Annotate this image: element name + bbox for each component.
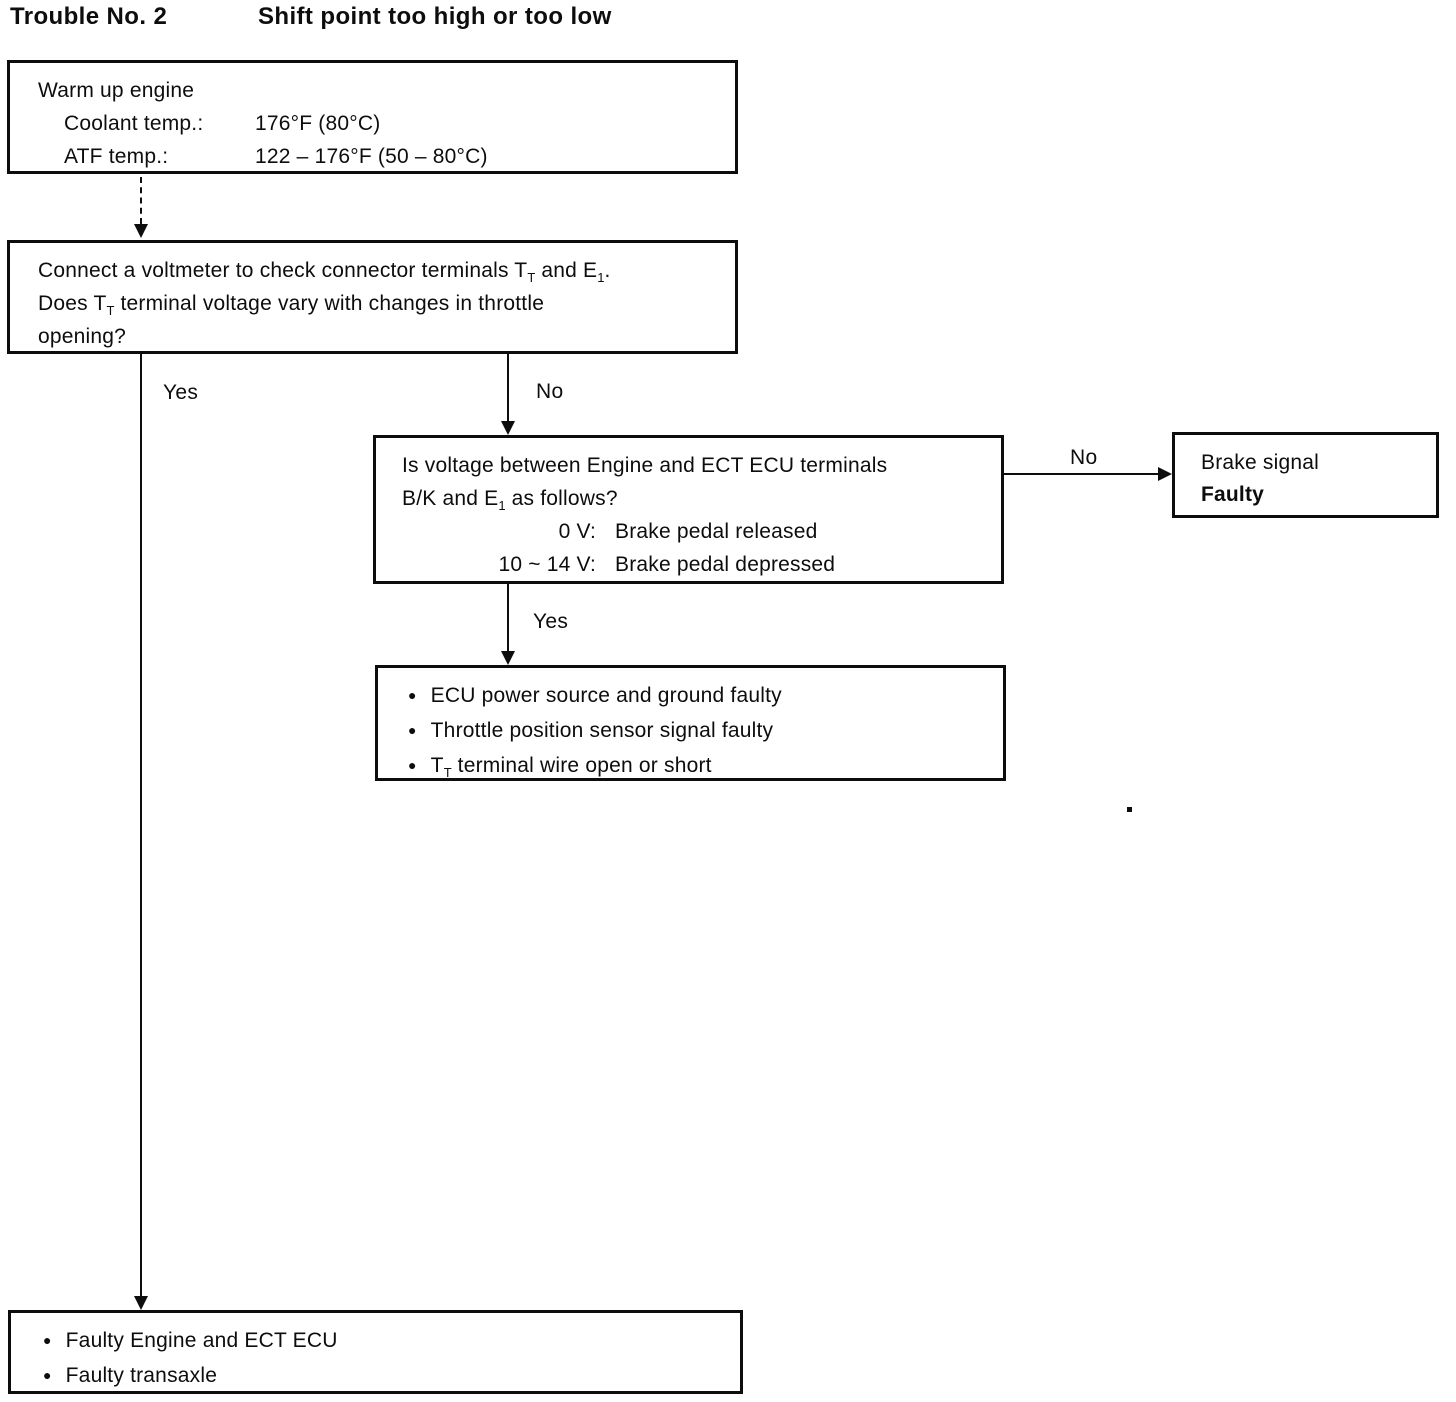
brake-signal-faulty-box: Brake signal Faulty xyxy=(1172,432,1439,518)
arrowhead-down-icon xyxy=(134,1296,148,1310)
atf-temp-row: ATF temp.: 122 – 176°F (50 – 80°C) xyxy=(64,140,721,173)
voltage-value-released: 0 V: xyxy=(558,520,596,543)
cause-item: ● Throttle position sensor signal faulty xyxy=(408,714,993,749)
tt-subscript: T xyxy=(106,303,115,319)
tt-subscript: T xyxy=(527,270,536,286)
scan-speck xyxy=(1127,807,1132,812)
connector-no-to-brake xyxy=(1004,473,1159,475)
connector-no-to-voltage xyxy=(507,354,509,422)
voltmeter-check-box: Connect a voltmeter to check connector t… xyxy=(7,240,738,354)
bullet-icon: ● xyxy=(43,1367,52,1383)
tt-subscript: T xyxy=(443,765,452,781)
bullet-icon: ● xyxy=(408,757,417,773)
atf-temp-label: ATF temp.: xyxy=(64,145,169,168)
cause-text: Faulty transaxle xyxy=(65,1364,218,1387)
yes-label-voltmeter: Yes xyxy=(163,381,199,404)
warmup-heading: Warm up engine xyxy=(38,79,195,102)
voltmeter-line-3: opening? xyxy=(38,325,127,348)
cause-item: ● ECU power source and ground faulty xyxy=(408,679,993,714)
voltage-row-released: 0 V: Brake pedal released xyxy=(402,515,991,548)
arrowhead-right-icon xyxy=(1158,467,1172,481)
warmup-engine-box: Warm up engine Coolant temp.: 176°F (80°… xyxy=(7,60,738,174)
page-subtitle: Shift point too high or too low xyxy=(258,3,612,30)
cause-item: ● Faulty transaxle xyxy=(43,1359,730,1394)
voltage-line-2: B/K and E1 as follows? xyxy=(402,487,618,514)
arrowhead-down-icon xyxy=(134,224,148,238)
connector-yes-to-final xyxy=(140,354,142,1297)
coolant-temp-value: 176°F (80°C) xyxy=(255,112,381,135)
coolant-temp-row: Coolant temp.: 176°F (80°C) xyxy=(64,107,721,140)
bullet-icon: ● xyxy=(408,687,417,703)
voltmeter-line-2: Does TT terminal voltage vary with chang… xyxy=(38,292,545,319)
e1-subscript: 1 xyxy=(597,270,605,286)
cause-item: ● TT terminal wire open or short xyxy=(408,749,993,784)
cause-text: Throttle position sensor signal faulty xyxy=(430,719,774,742)
page-title: Trouble No. 2 xyxy=(10,3,168,30)
voltage-desc-released: Brake pedal released xyxy=(615,520,818,543)
voltage-desc-depressed: Brake pedal depressed xyxy=(615,553,836,576)
final-causes-box: ● Faulty Engine and ECT ECU ● Faulty tra… xyxy=(8,1310,743,1394)
brake-faulty-line: Faulty xyxy=(1201,483,1265,506)
arrowhead-down-icon xyxy=(501,421,515,435)
cause-item: ● Faulty Engine and ECT ECU xyxy=(43,1324,730,1359)
connector-warmup-to-voltmeter xyxy=(140,177,142,224)
atf-temp-value: 122 – 176°F (50 – 80°C) xyxy=(255,145,488,168)
no-label-voltmeter: No xyxy=(536,380,564,403)
voltmeter-line-1: Connect a voltmeter to check connector t… xyxy=(38,259,611,286)
voltage-line-1: Is voltage between Engine and ECT ECU te… xyxy=(402,454,888,477)
bullet-icon: ● xyxy=(408,722,417,738)
cause-text: TT terminal wire open or short xyxy=(430,754,712,781)
connector-yes-to-causes xyxy=(507,584,509,651)
e1-subscript: 1 xyxy=(498,498,506,514)
arrowhead-down-icon xyxy=(501,651,515,665)
voltage-row-depressed: 10 ~ 14 V: Brake pedal depressed xyxy=(402,548,991,581)
cause-text: Faulty Engine and ECT ECU xyxy=(65,1329,338,1352)
no-label-voltage: No xyxy=(1070,446,1098,469)
brake-signal-line: Brake signal xyxy=(1201,451,1319,474)
ecu-causes-box: ● ECU power source and ground faulty ● T… xyxy=(375,665,1006,781)
voltage-check-box: Is voltage between Engine and ECT ECU te… xyxy=(373,435,1004,584)
cause-text: ECU power source and ground faulty xyxy=(430,684,782,707)
voltage-value-depressed: 10 ~ 14 V: xyxy=(498,553,596,576)
coolant-temp-label: Coolant temp.: xyxy=(64,112,204,135)
bullet-icon: ● xyxy=(43,1332,52,1348)
yes-label-voltage: Yes xyxy=(533,610,569,633)
